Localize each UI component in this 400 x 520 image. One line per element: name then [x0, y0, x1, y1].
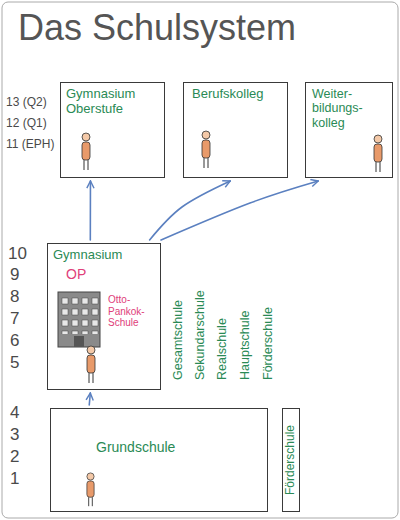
grade-number: 3: [10, 426, 19, 443]
box-title: Grundschule: [96, 439, 175, 455]
person-figure: [82, 133, 90, 170]
arrow-connector: [161, 181, 318, 240]
school-box: Berufskolleg: [183, 82, 288, 178]
grade-number: 7: [10, 310, 19, 327]
grade-number: 8: [10, 288, 19, 305]
person-figure: [202, 131, 210, 168]
grade-number: 11 (EPH): [6, 138, 54, 150]
person-figure: [87, 473, 94, 506]
grade-number: 13 (Q2): [6, 96, 47, 108]
school-box: Grundschule: [50, 408, 268, 512]
box-title: Gymnasium: [53, 248, 122, 263]
box-text: Otto- Pankok- Schule: [108, 294, 156, 329]
school-type-label: Realschule: [216, 318, 229, 380]
box-title: Gymnasium Oberstufe: [66, 87, 156, 117]
arrow-connector: [90, 181, 92, 240]
person-figure: [87, 346, 95, 383]
box-title: Förderschule: [284, 424, 298, 494]
grade-number: 10: [8, 245, 27, 262]
school-type-label: Hauptschule: [239, 311, 252, 381]
grade-number: 5: [10, 354, 19, 371]
diagram-title: Das Schulsystem: [18, 8, 296, 48]
school-box: Förderschule: [282, 408, 300, 512]
grade-number: 4: [10, 404, 19, 421]
school-type-label: Gesamtschule: [172, 300, 185, 380]
box-title: Weiter- bildungs- kolleg: [312, 87, 374, 130]
school-type-label: Förderschule: [262, 307, 275, 380]
person-figure: [374, 135, 382, 172]
school-box: GymnasiumOP Otto- Pankok- Schule: [47, 243, 161, 390]
grade-number: 6: [10, 332, 19, 349]
arrow-connector: [89, 393, 90, 405]
box-text: OP: [66, 266, 86, 282]
arrow-connector: [150, 181, 231, 240]
box-title: Berufskolleg: [192, 87, 264, 102]
grade-number: 2: [10, 448, 19, 465]
school-building: [58, 292, 100, 347]
grade-number: 12 (Q1): [6, 117, 47, 129]
grade-number: 9: [10, 266, 19, 283]
grade-number: 1: [10, 470, 19, 487]
school-box: Gymnasium Oberstufe: [60, 82, 165, 178]
school-box: Weiter- bildungs- kolleg: [305, 82, 393, 178]
school-type-label: Sekundarschule: [194, 290, 207, 380]
